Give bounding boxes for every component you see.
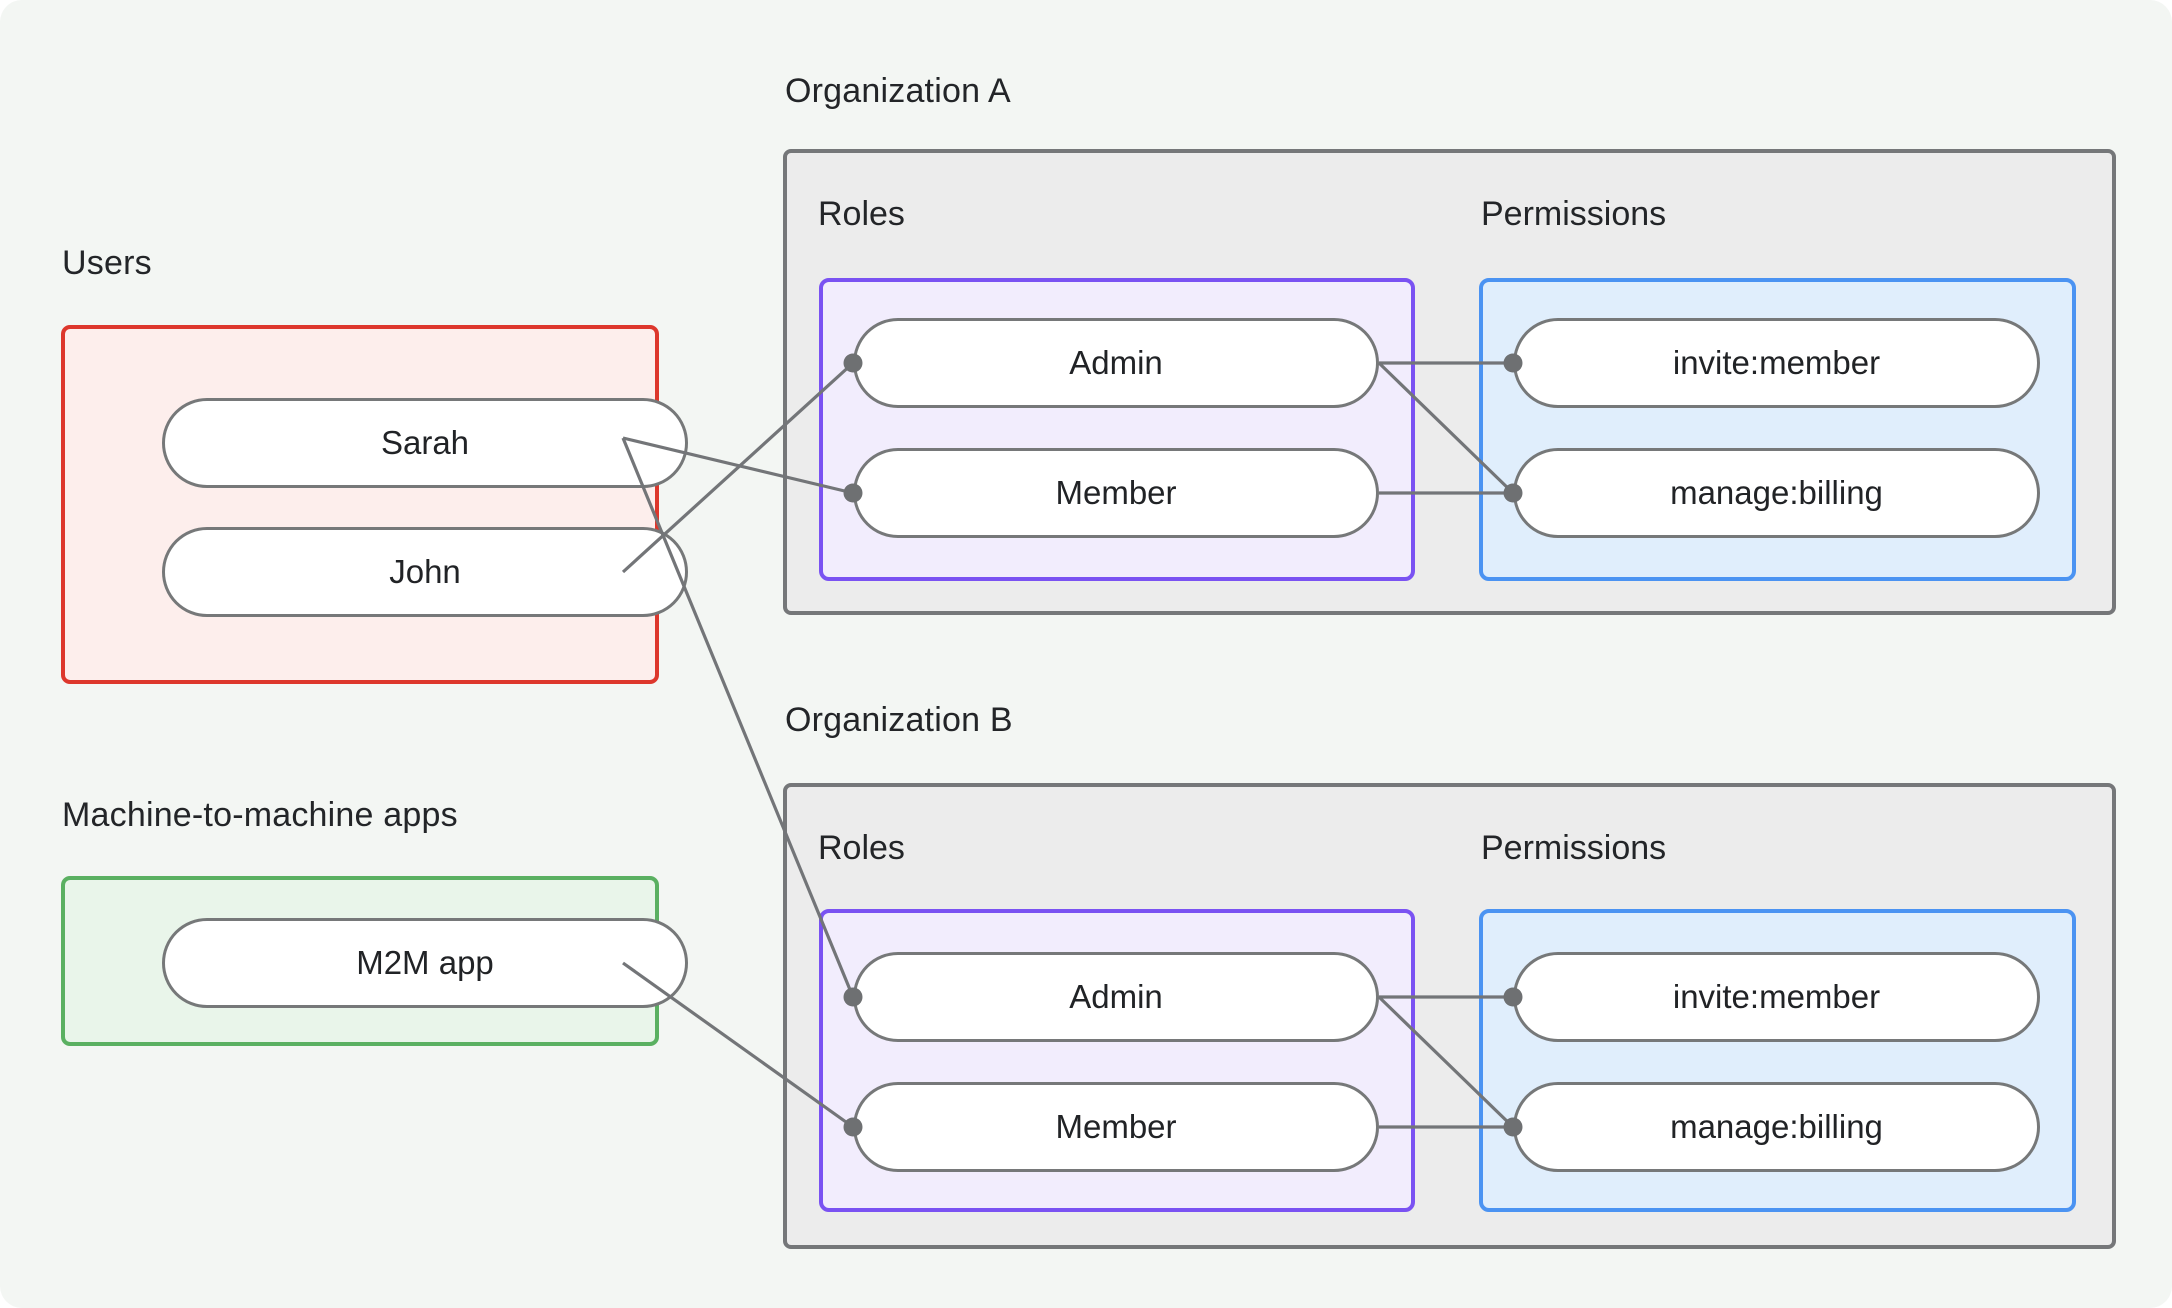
m2m-group-box: M2M app <box>61 876 688 1046</box>
org-a-roles-label: Roles <box>818 195 905 233</box>
node-org-a-permission-manage-billing: manage:billing <box>1513 448 2040 538</box>
org-b-roles-label: Roles <box>818 829 905 867</box>
node-org-a-role-member: Member <box>853 448 1379 538</box>
org-b-permissions-label: Permissions <box>1481 829 1667 867</box>
node-m2m-app: M2M app <box>162 918 688 1008</box>
org-a-title: Organization A <box>785 72 1011 110</box>
node-user-sarah: Sarah <box>162 398 688 488</box>
node-org-b-permission-manage-billing: manage:billing <box>1513 1082 2040 1172</box>
users-group-box: Sarah John <box>61 325 688 684</box>
org-b-title: Organization B <box>785 701 1013 739</box>
node-org-a-role-admin: Admin <box>853 318 1379 408</box>
node-org-b-role-member: Member <box>853 1082 1379 1172</box>
users-group-label: Users <box>62 244 152 282</box>
node-org-a-permission-invite-member: invite:member <box>1513 318 2040 408</box>
org-a-permissions-label: Permissions <box>1481 195 1667 233</box>
node-user-john: John <box>162 527 688 617</box>
node-org-b-permission-invite-member: invite:member <box>1513 952 2040 1042</box>
m2m-group-label: Machine-to-machine apps <box>62 796 458 834</box>
node-org-b-role-admin: Admin <box>853 952 1379 1042</box>
